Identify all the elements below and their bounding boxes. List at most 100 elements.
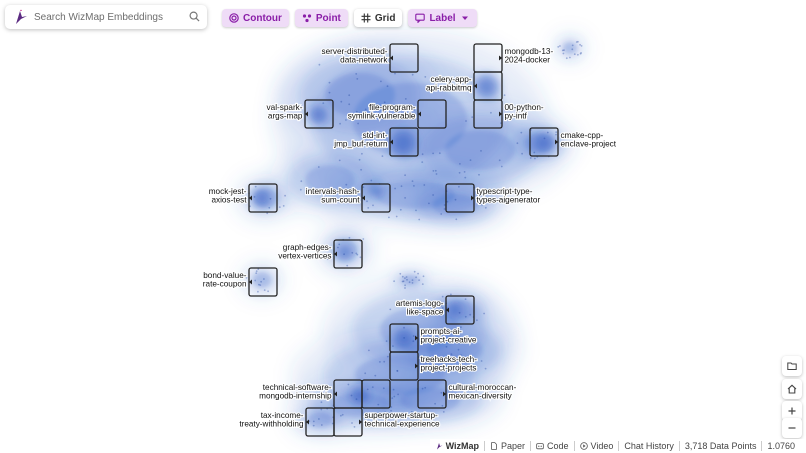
cluster-label[interactable]: typescript-type- <box>475 186 533 197</box>
footer-brand-label: WizMap <box>445 441 479 451</box>
cluster-label[interactable]: prompts-ai- <box>419 326 463 337</box>
data-point <box>396 370 399 372</box>
data-point <box>370 179 373 182</box>
cluster-label[interactable]: celery-app- <box>429 74 472 85</box>
data-point <box>411 180 414 183</box>
hotspot <box>394 328 414 348</box>
cluster-label[interactable]: sum-count <box>320 194 361 205</box>
chat-history-link[interactable]: Chat History <box>618 441 679 451</box>
data-point <box>269 197 272 200</box>
cluster-label[interactable]: data-network <box>339 54 389 65</box>
cluster-label[interactable]: 00-python- <box>503 102 545 113</box>
data-point <box>338 159 341 162</box>
data-point <box>458 342 461 345</box>
code-link[interactable]: Code <box>530 441 574 451</box>
data-point <box>368 349 370 352</box>
cluster-label[interactable]: mock-jest- <box>208 186 248 197</box>
label-pointer <box>446 307 449 313</box>
cluster-label[interactable]: artemis-logo- <box>395 298 445 309</box>
cluster-label[interactable]: intervals-hash- <box>305 186 361 197</box>
cluster-label[interactable]: enclave-project <box>559 138 617 149</box>
data-point <box>404 98 407 100</box>
point-button[interactable]: Point <box>294 9 348 27</box>
cluster-label[interactable]: 2024-docker <box>503 54 551 65</box>
density-contours <box>235 30 587 438</box>
grid-button[interactable]: Grid <box>353 9 403 27</box>
cluster-label[interactable]: superpower-startup- <box>363 410 439 421</box>
footer-brand[interactable]: WizMap <box>430 441 484 451</box>
label-pointer <box>415 335 418 341</box>
data-point <box>393 395 396 398</box>
grid-icon <box>361 13 371 23</box>
cluster-label[interactable]: py-intf <box>503 110 528 121</box>
cluster-label[interactable]: jmp_buf-return <box>332 138 389 149</box>
data-point <box>454 198 457 201</box>
data-point <box>443 208 446 210</box>
cluster-label[interactable]: treaty-withholding <box>238 418 305 429</box>
cluster-label[interactable]: technical-software- <box>262 382 333 393</box>
data-point <box>320 424 323 426</box>
code-icon <box>536 443 544 450</box>
data-point <box>555 131 558 134</box>
label-pointer <box>471 195 474 201</box>
search-input[interactable] <box>34 11 184 23</box>
data-point <box>381 118 384 120</box>
data-point <box>360 168 362 171</box>
data-point <box>417 272 419 275</box>
cluster-label[interactable]: graph-edges- <box>282 242 333 253</box>
cluster-label[interactable]: treehacks-tech- <box>419 354 478 365</box>
home-button[interactable] <box>782 379 802 399</box>
cluster-label[interactable]: api-rabbitmq <box>425 82 473 93</box>
density-blob <box>307 412 333 428</box>
contour-button[interactable]: Contour <box>222 9 289 27</box>
cluster-label[interactable]: mexican-diversity <box>447 390 513 401</box>
zoom-out-button[interactable] <box>782 418 802 438</box>
cluster-label[interactable]: tax-income- <box>260 410 305 421</box>
cluster-label[interactable]: val-spark- <box>265 102 303 113</box>
data-point <box>543 137 546 140</box>
data-point <box>413 108 416 111</box>
zoom-in-button[interactable] <box>782 401 802 421</box>
cluster-label[interactable]: server-distributed- <box>320 46 388 57</box>
data-point <box>462 395 464 397</box>
cluster-label[interactable]: like-space <box>406 306 446 317</box>
cluster-label[interactable]: rate-coupon <box>202 278 248 289</box>
cluster-label[interactable]: file-program- <box>368 102 417 113</box>
paper-link[interactable]: Paper <box>483 441 530 451</box>
cluster-label[interactable]: cmake-cpp- <box>559 130 604 141</box>
data-point <box>318 394 320 397</box>
search-bar[interactable] <box>5 5 207 29</box>
label-button[interactable]: Label <box>408 9 477 27</box>
label-pointer <box>418 111 421 117</box>
cluster-label[interactable]: args-map <box>267 110 304 121</box>
cluster-label[interactable]: project-projects <box>419 362 477 373</box>
point-label: Point <box>315 12 341 24</box>
search-icon[interactable] <box>189 11 200 22</box>
cluster-label[interactable]: mongodb-internship <box>258 390 333 401</box>
wizmap-logo-icon[interactable] <box>12 9 28 25</box>
cluster-label[interactable]: mongodb-13- <box>503 46 554 57</box>
cluster-label[interactable]: std-int- <box>361 130 388 141</box>
data-point <box>364 372 367 375</box>
data-point <box>408 281 411 284</box>
cluster-label[interactable]: axios-test <box>210 194 248 205</box>
data-point <box>412 340 415 343</box>
cluster-label[interactable]: bond-value- <box>202 270 248 281</box>
chevron-down-icon[interactable] <box>460 13 470 23</box>
data-point <box>385 340 388 342</box>
video-link[interactable]: Video <box>573 441 619 451</box>
data-point <box>259 284 262 286</box>
cluster-label[interactable]: project-creative <box>419 334 478 345</box>
cluster-label[interactable]: types-aigenerator <box>475 194 541 205</box>
cluster-label[interactable]: vertex-vertices <box>277 250 332 261</box>
folder-button[interactable] <box>782 356 802 376</box>
cluster-label[interactable]: cultural-moroccan- <box>447 382 517 393</box>
data-point <box>260 280 262 283</box>
data-point <box>500 165 503 168</box>
data-point <box>563 49 565 51</box>
cluster-label[interactable]: technical-experience <box>363 418 441 429</box>
data-point-count-label: 3,718 Data Points <box>684 441 757 451</box>
cluster-label[interactable]: symlink-vulnerable <box>347 110 417 121</box>
data-point <box>555 133 557 136</box>
